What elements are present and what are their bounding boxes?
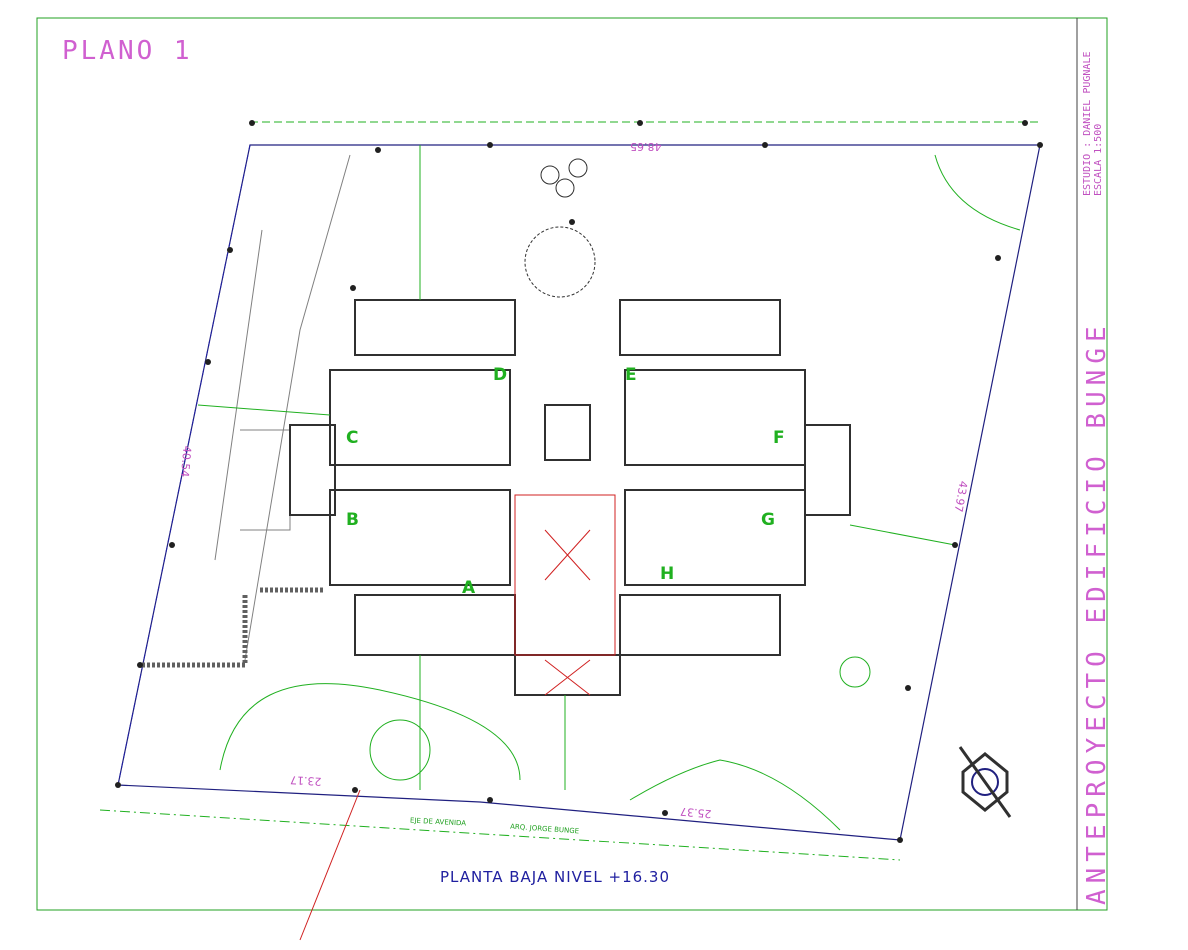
unit-label-e: E	[625, 365, 637, 385]
unit-label-h: H	[660, 564, 675, 584]
axis-lines	[197, 145, 956, 790]
ramp	[214, 229, 291, 561]
dimension-bottom-left: 23.17	[289, 773, 322, 788]
garden-bed	[934, 154, 1021, 231]
tree-large-icon	[524, 158, 596, 298]
project-title: ANTEPROYECTO EDIFICIO BUNGE	[1082, 320, 1112, 905]
lot-boundary-left-dashed	[117, 144, 251, 786]
unit-label-g: G	[761, 510, 775, 530]
sheet-title: PLANO 1	[62, 36, 193, 66]
unit-label-c: C	[346, 428, 359, 448]
dimension-bottom-right: 25.37	[679, 804, 713, 821]
dimension-left: 40.54	[177, 445, 194, 478]
plan-level-caption: PLANTA BAJA NIVEL +16.30	[440, 868, 671, 886]
lot-boundary	[117, 144, 1041, 841]
survey-points	[115, 120, 1043, 843]
round-planter	[369, 719, 431, 781]
garden-bed	[629, 759, 841, 831]
driveway-edge	[244, 154, 351, 661]
drawing-scale: ESCALA 1:500	[1093, 123, 1104, 196]
unit-label-f: F	[773, 428, 785, 448]
round-planter	[839, 656, 871, 688]
avenue-axis-line	[99, 809, 901, 861]
dimension-top: 48.65	[630, 140, 662, 153]
hedge	[140, 587, 325, 668]
unit-label-d: D	[493, 365, 508, 385]
sheet-border	[36, 17, 1108, 911]
unit-label-a: A	[462, 578, 476, 598]
north-arrow-icon	[958, 746, 1012, 818]
studio-name: ESTUDIO : DANIEL PUGNALE	[1082, 51, 1093, 197]
reference-line	[299, 789, 361, 941]
unit-label-b: B	[346, 510, 359, 530]
building-footprint	[289, 299, 851, 696]
circulation-core	[514, 494, 616, 696]
garden-bed	[219, 683, 521, 781]
